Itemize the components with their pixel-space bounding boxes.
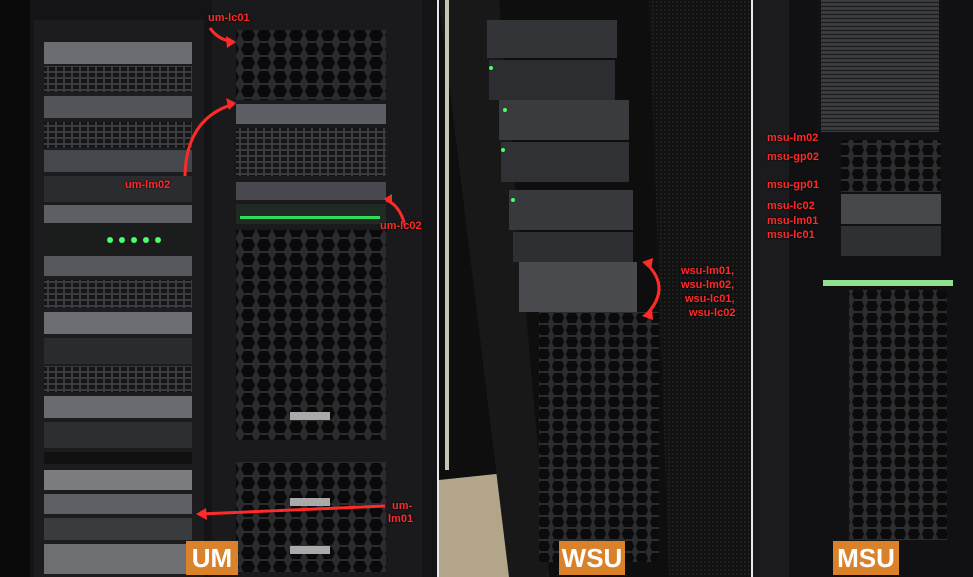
- panel-divider: [437, 0, 439, 577]
- site-label-msu: MSU: [833, 541, 899, 575]
- annotation-um-lm01-line1: um-: [392, 500, 413, 512]
- site-label-wsu: WSU: [559, 541, 625, 575]
- annotation-msu-line6: msu-lc01: [767, 229, 815, 241]
- annotation-msu-line2: msu-gp02: [767, 151, 819, 163]
- annotation-um-lm02: um-lm02: [125, 179, 171, 191]
- msu-rack: [821, 0, 953, 540]
- site-label-um: UM: [186, 541, 238, 575]
- annotation-um-lc01: um-lc01: [208, 12, 250, 24]
- annotation-um-lm01-line2: lm01: [388, 513, 414, 525]
- annotation-msu-line4: msu-lc02: [767, 200, 815, 212]
- wsu-rack-photo: wsu-lm01, wsu-lm02, wsu-lc01, wsu-lc02 W…: [439, 0, 751, 577]
- um-rack-photo: um-lc01 um-lm02 um-lc02 um- lm01 UM: [0, 0, 437, 577]
- annotation-msu-line3: msu-gp01: [767, 179, 819, 191]
- annotation-wsu-line4: wsu-lc02: [689, 307, 736, 319]
- um-left-rack: [44, 42, 192, 574]
- wsu-rack-illustration: [439, 0, 751, 577]
- panel-divider: [751, 0, 753, 577]
- annotation-msu-line5: msu-lm01: [767, 215, 819, 227]
- annotation-msu-line1: msu-lm02: [767, 132, 819, 144]
- annotation-wsu-line3: wsu-lc01,: [685, 293, 735, 305]
- annotation-wsu-line1: wsu-lm01,: [681, 265, 735, 277]
- um-rack-illustration: [0, 0, 437, 577]
- wsu-rack: [487, 20, 659, 562]
- annotation-um-lc02: um-lc02: [380, 220, 422, 232]
- msu-rack-illustration: [753, 0, 973, 577]
- annotation-wsu-line2: wsu-lm02,: [681, 279, 735, 291]
- um-right-rack: [236, 30, 386, 572]
- msu-rack-photo: msu-lm02 msu-gp02 msu-gp01 msu-lc02 msu-…: [753, 0, 973, 577]
